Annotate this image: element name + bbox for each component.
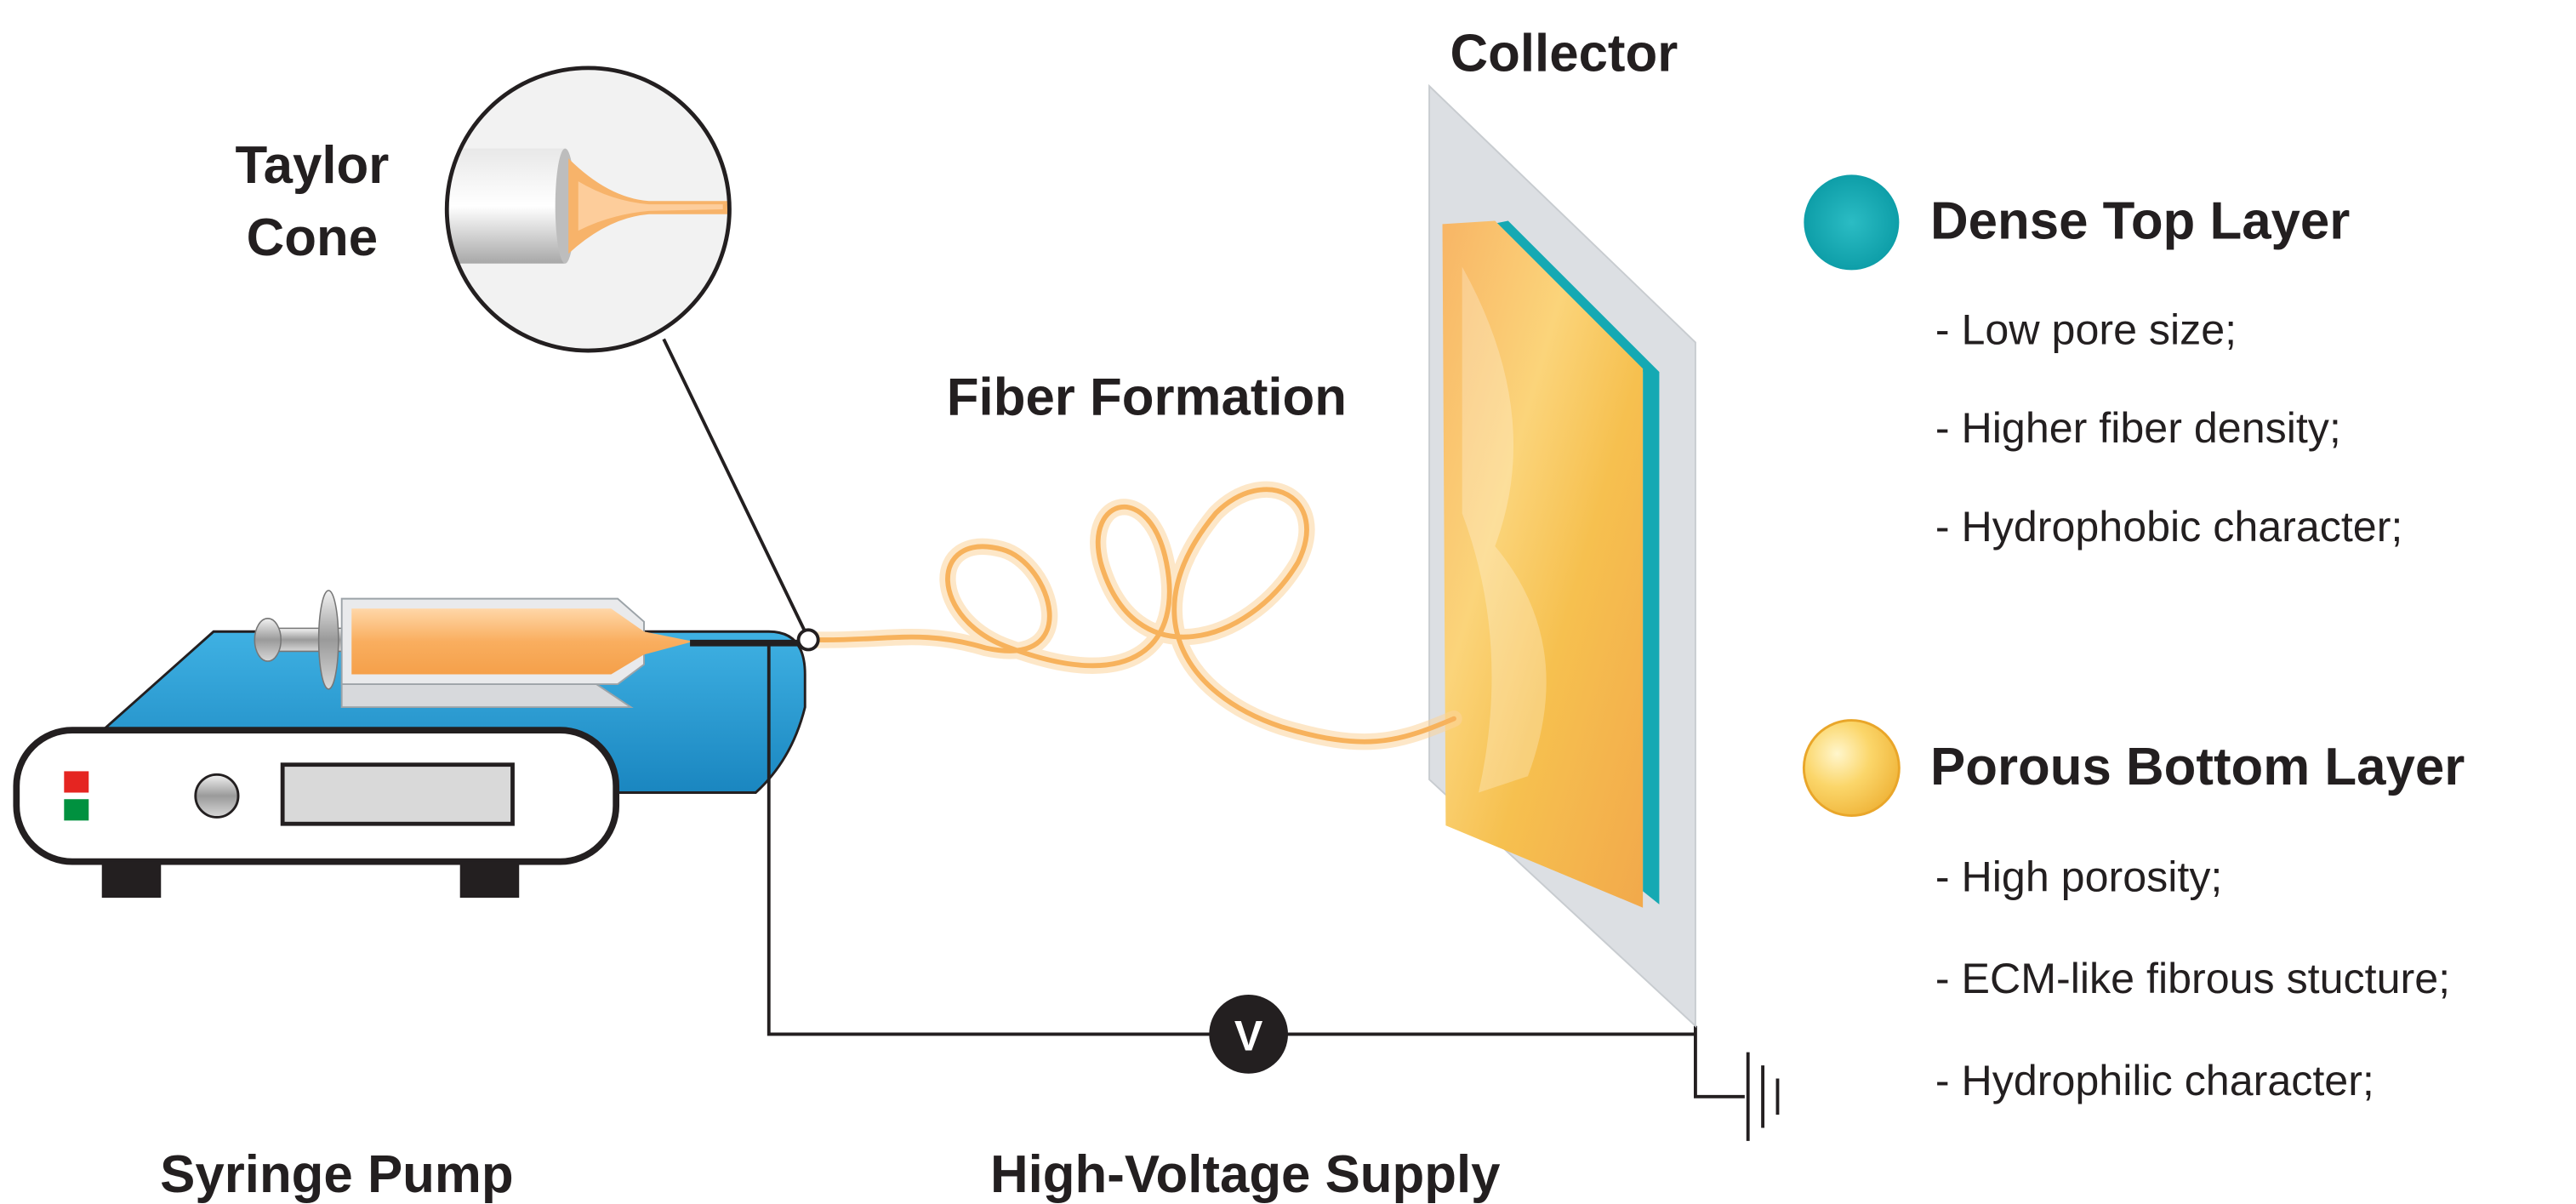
syringe-solution [351, 608, 693, 675]
dense-top-layer-swatch-icon [1804, 174, 1900, 271]
syringe-flange [317, 590, 339, 690]
porous-mat-sheen [1462, 266, 1547, 793]
fiber-core [811, 487, 1456, 745]
porous-bottom-layer-item: - ECM-like fibrous stucture; [1935, 955, 2450, 1002]
wire-ground [1693, 1025, 1745, 1098]
pump-foot-right [459, 861, 520, 899]
high-voltage-supply-label: High-Voltage Supply [990, 1145, 1501, 1204]
dense-top-layer-item: - Hydrophobic character; [1935, 503, 2403, 551]
pump-foot-left [101, 861, 162, 899]
syringe-pump-label: Syringe Pump [160, 1145, 513, 1204]
legend-dense-top-layer: Dense Top Layer - Low pore size; - Highe… [1804, 174, 2402, 551]
dense-top-layer-title: Dense Top Layer [1930, 192, 2350, 251]
led-green [64, 799, 89, 821]
taylor-cone-label-line1: Taylor [235, 136, 389, 195]
syringe [254, 590, 806, 690]
voltmeter-symbol: V [1234, 1013, 1263, 1060]
porous-bottom-layer-item: - Hydrophilic character; [1935, 1057, 2374, 1104]
zoom-taylor-cone-highlight [578, 181, 723, 231]
legend: Dense Top Layer - Low pore size; - Highe… [1802, 174, 2465, 1104]
syringe-plunger-head [254, 618, 282, 662]
zoom-circle-outline [444, 66, 732, 353]
zoom-nozzle [447, 148, 566, 264]
syringe-pump [13, 590, 806, 899]
ground-icon [1746, 1052, 1780, 1141]
fiber-formation-label: Fiber Formation [947, 368, 1347, 426]
knob-icon [194, 773, 240, 819]
dense-top-layer-item: - Low pore size; [1935, 305, 2237, 353]
porous-bottom-layer-title: Porous Bottom Layer [1930, 738, 2465, 796]
circuit [767, 644, 1745, 1098]
fiber-jet [796, 481, 1462, 750]
taylor-cone-label-line2: Cone [247, 208, 378, 267]
voltmeter: V [1209, 995, 1288, 1074]
legend-porous-bottom-layer: Porous Bottom Layer - High porosity; - E… [1802, 719, 2465, 1104]
taylor-cone-inset [444, 66, 806, 633]
collector [1428, 83, 1696, 1028]
zoom-leader-line [662, 338, 806, 633]
pump-display [280, 762, 515, 826]
wire-left [767, 644, 1217, 1036]
needle-tip-icon [796, 628, 820, 652]
porous-bottom-layer-item: - High porosity; [1935, 853, 2223, 900]
porous-bottom-layer-swatch-icon [1802, 719, 1901, 817]
porous-mat [1442, 220, 1644, 908]
dense-top-layer-item: - Higher fiber density; [1935, 404, 2341, 452]
led-red [64, 771, 89, 793]
collector-label: Collector [1450, 25, 1678, 83]
voltmeter-icon [1209, 995, 1288, 1074]
